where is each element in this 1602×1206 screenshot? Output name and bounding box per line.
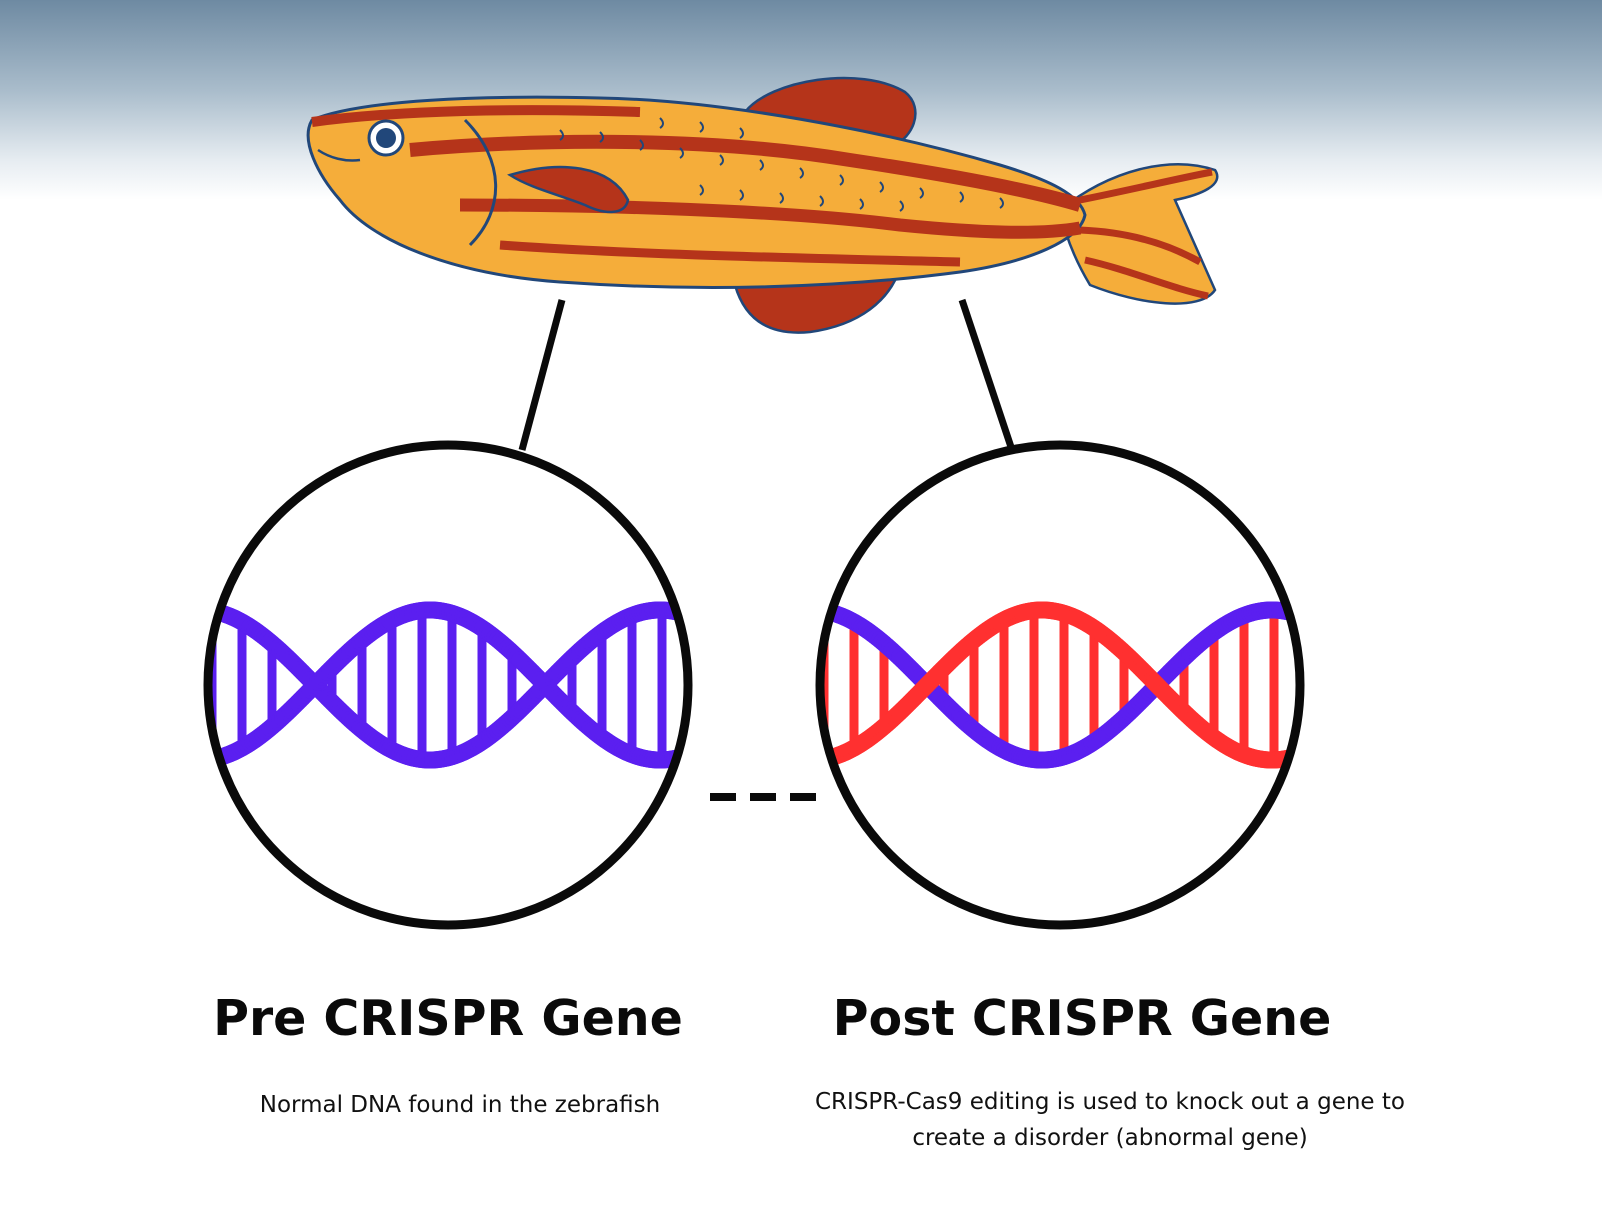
dna-strand-a bbox=[698, 620, 701, 621]
post-crispr-description: CRISPR-Cas9 editing is used to knock out… bbox=[760, 1084, 1460, 1156]
dna-strand-a bbox=[1286, 605, 1300, 623]
dna-strand-a bbox=[681, 607, 688, 626]
post-crispr-description-line-1: CRISPR-Cas9 editing is used to knock out… bbox=[815, 1089, 1405, 1115]
dna-strand-b bbox=[679, 745, 688, 764]
dna-strand-b bbox=[1291, 745, 1300, 764]
dna-strand-b bbox=[1286, 747, 1300, 765]
left-connector-line bbox=[518, 299, 566, 451]
dna-strand-b bbox=[1293, 744, 1300, 763]
dna-strand-a bbox=[1310, 620, 1313, 621]
dna-strand-b bbox=[1310, 749, 1313, 750]
zebrafish-illustration bbox=[306, 76, 1219, 334]
dna-strand-b bbox=[684, 743, 688, 762]
dna-strand-a bbox=[1288, 605, 1300, 624]
dna-strand-a bbox=[679, 606, 688, 625]
dna-strand-a bbox=[1291, 606, 1300, 625]
right-connector-line bbox=[958, 298, 1016, 452]
dna-strand-a bbox=[684, 608, 688, 627]
dna-strand-a bbox=[674, 605, 688, 623]
dna-strand-b bbox=[1298, 741, 1300, 761]
post-crispr-title: Post CRISPR Gene bbox=[832, 990, 1332, 1047]
dna-double-helix-icon bbox=[208, 601, 701, 769]
dna-strand-a bbox=[676, 605, 688, 624]
dna-strand-a bbox=[1298, 609, 1300, 629]
pre-crispr-zoom-circle bbox=[203, 440, 693, 930]
pre-crispr-description: Normal DNA found in the zebrafish bbox=[259, 1092, 661, 1118]
dna-strand-a bbox=[1293, 607, 1300, 626]
pectoral-fin bbox=[507, 165, 630, 214]
edited-dna-double-helix-icon bbox=[820, 601, 1313, 769]
dna-strand-b bbox=[681, 744, 688, 763]
pre-crispr-title: Pre CRISPR Gene bbox=[213, 990, 683, 1047]
dna-strand-b bbox=[1288, 746, 1300, 765]
dna-strand-a bbox=[1296, 608, 1300, 627]
dna-strand-b bbox=[1296, 743, 1300, 762]
dna-strand-a bbox=[686, 609, 688, 629]
dna-strand-b bbox=[676, 746, 688, 765]
dna-strand-b bbox=[674, 747, 688, 765]
dna-strand-b bbox=[686, 741, 688, 761]
post-crispr-zoom-circle bbox=[815, 440, 1305, 930]
dna-strand-b bbox=[698, 749, 701, 750]
post-crispr-description-line-2: create a disorder (abnormal gene) bbox=[912, 1125, 1308, 1151]
